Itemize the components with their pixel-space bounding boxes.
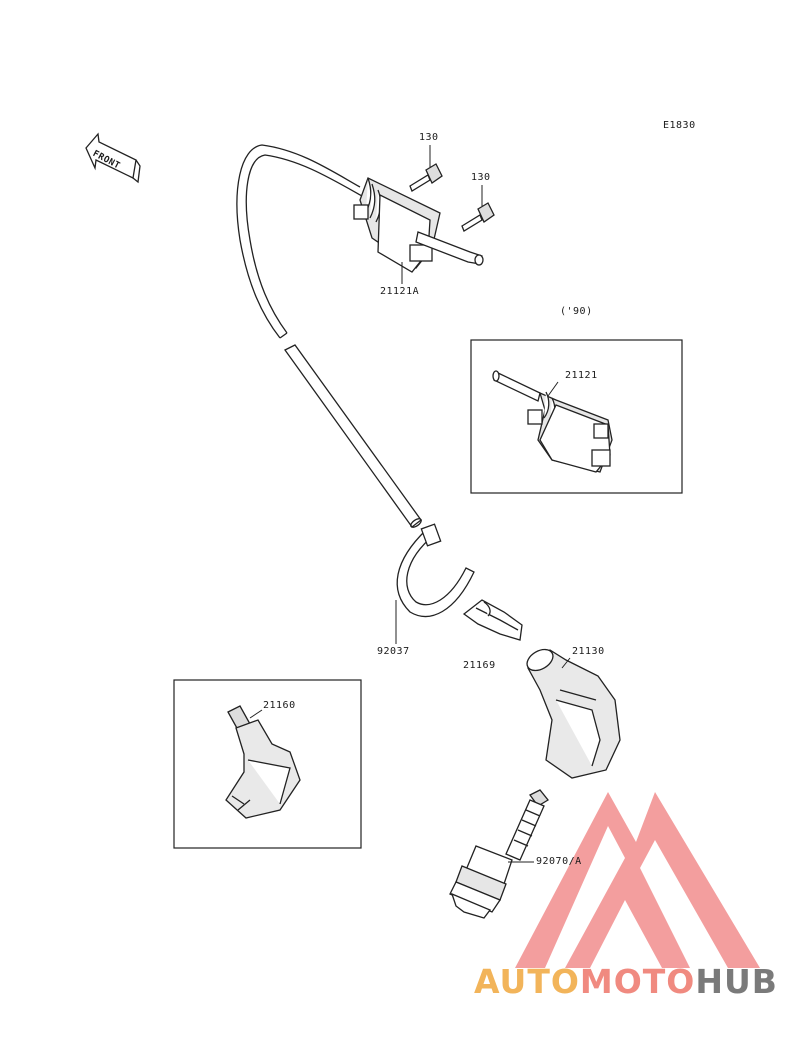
leader-lines [249,145,571,863]
bolt-130-b-icon [461,202,495,232]
part-label-21160: 21160 [263,700,296,711]
part-label-92037: 92037 [377,646,410,657]
ignition-lead [236,144,422,528]
spark-plug-92070a [449,789,549,919]
front-arrow-icon [85,132,141,184]
watermark-auto: AUTO [474,962,580,1001]
part-label-21169: 21169 [463,660,496,671]
bolt-130-a-icon [409,163,443,192]
ignition-coil-inset [492,370,613,473]
watermark-logo-icon [515,792,760,968]
part-label-130-a: 130 [419,132,439,143]
part-label-21130: 21130 [572,646,605,657]
inset-box-cap [173,679,362,849]
watermark-hub: HUB [695,962,778,1001]
diagram-code: E1830 [663,120,696,131]
part-label-21121a: 21121A [380,286,420,297]
ignition-coil-main [353,177,484,273]
part-label-130-b: 130 [471,172,491,183]
watermark-moto: MOTO [579,962,696,1001]
part-label-92070a: 92070/A [536,856,582,867]
band-92037 [396,523,475,617]
plug-cap-21130 [526,648,621,779]
watermark-text: AUTOMOTOHUB [474,964,778,1000]
part-label-21121: 21121 [565,370,598,381]
plug-cap-21160 [225,705,301,819]
clamp-21169 [462,599,523,641]
inset-year-label: ('90) [560,306,593,317]
inset-box-1990 [470,339,683,494]
